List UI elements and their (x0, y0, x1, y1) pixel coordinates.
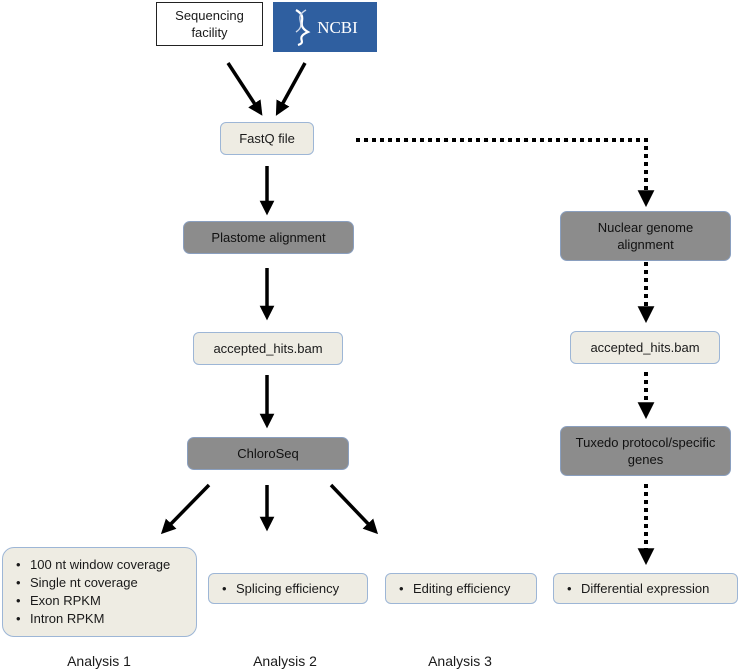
fastq-file-label: FastQ file (239, 131, 295, 146)
sequencing-facility-box: Sequencing facility (156, 2, 263, 46)
plastome-alignment-box: Plastome alignment (183, 221, 354, 254)
differential-expression-box: Differential expression (553, 573, 738, 604)
nuclear-genome-alignment-box: Nuclear genome alignment (560, 211, 731, 261)
sequencing-facility-label: Sequencing facility (175, 8, 244, 40)
tuxedo-label: Tuxedo protocol/specific genes (575, 435, 716, 467)
analysis1-box: 100 nt window coverage Single nt coverag… (2, 547, 197, 637)
analysis3-item: Editing efficiency (396, 580, 510, 598)
right-bam-box: accepted_hits.bam (570, 331, 720, 364)
chloroseq-box: ChloroSeq (187, 437, 349, 470)
ncbi-label: NCBI (317, 17, 358, 37)
tuxedo-box: Tuxedo protocol/specific genes (560, 426, 731, 476)
fastq-file-box: FastQ file (220, 122, 314, 155)
dna-helix-icon (295, 9, 311, 46)
arrow-facility-to-fastq (226, 62, 263, 116)
analysis1-list: 100 nt window coverage Single nt coverag… (13, 556, 170, 628)
differential-expression-item: Differential expression (564, 580, 709, 598)
arrow-chloroseq-to-analysis1 (160, 483, 211, 535)
analysis1-label: Analysis 1 (67, 653, 131, 669)
analysis1-item-intron-rpkm: Intron RPKM (13, 610, 170, 628)
nuclear-genome-alignment-label: Nuclear genome alignment (597, 220, 694, 252)
analysis3-list: Editing efficiency (396, 580, 510, 598)
ncbi-logo: NCBI (273, 2, 377, 52)
differential-expression-list: Differential expression (564, 580, 709, 598)
right-bam-label: accepted_hits.bam (590, 340, 700, 355)
chloroseq-label: ChloroSeq (237, 446, 299, 461)
arrow-chloroseq-to-analysis3 (329, 483, 379, 535)
dotted-arrow-fastq-to-nuclear (356, 138, 655, 208)
analysis3-box: Editing efficiency (385, 573, 537, 604)
analysis2-box: Splicing efficiency (208, 573, 368, 604)
analysis2-item: Splicing efficiency (219, 580, 339, 598)
plastome-alignment-label: Plastome alignment (211, 230, 326, 245)
analysis1-item-exon-rpkm: Exon RPKM (13, 592, 170, 610)
left-bam-label: accepted_hits.bam (213, 341, 323, 356)
left-bam-box: accepted_hits.bam (193, 332, 343, 365)
analysis1-item-single-nt-coverage: Single nt coverage (13, 574, 170, 592)
analysis3-label: Analysis 3 (428, 653, 492, 669)
arrow-ncbi-to-fastq (275, 62, 307, 116)
analysis2-list: Splicing efficiency (219, 580, 339, 598)
analysis2-label: Analysis 2 (253, 653, 317, 669)
analysis1-item-window-coverage: 100 nt window coverage (13, 556, 170, 574)
